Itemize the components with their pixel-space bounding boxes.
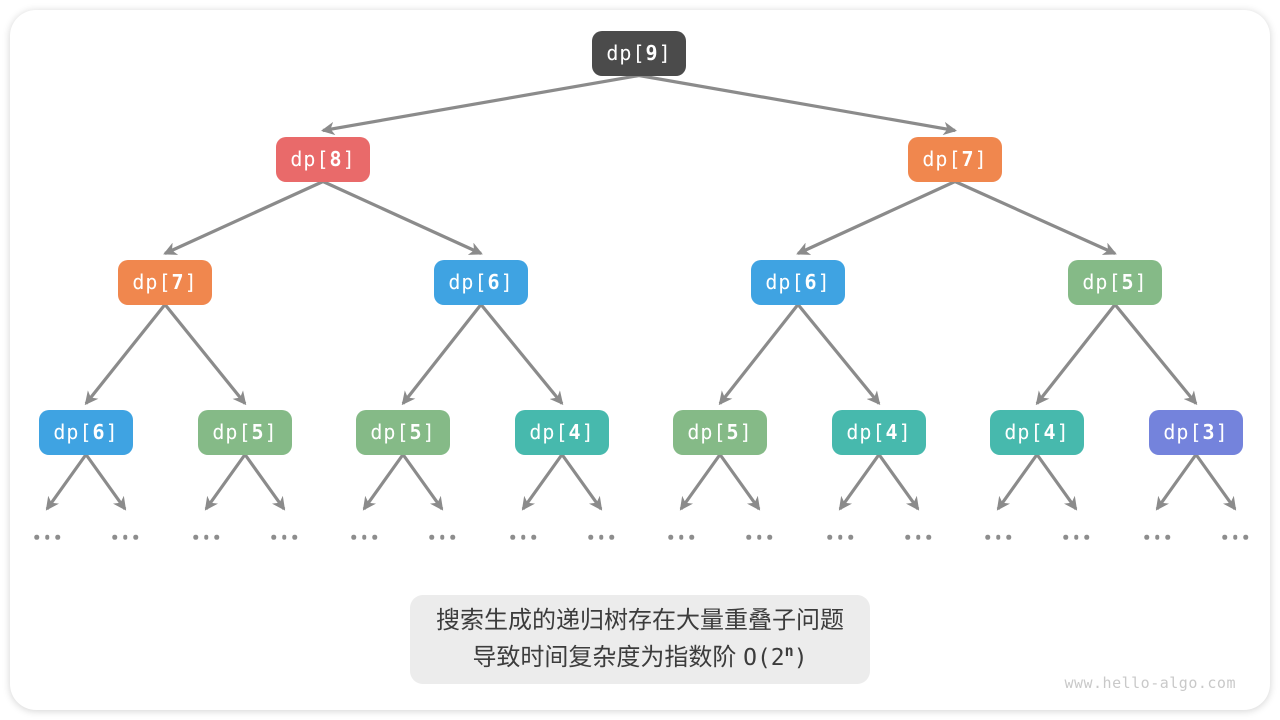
edge-dp-5-ellipsis bbox=[204, 453, 247, 511]
edge-dp-4-ellipsis bbox=[521, 453, 564, 511]
edge-dp-4-ellipsis bbox=[996, 453, 1039, 511]
edge-dp-4-ellipsis bbox=[1035, 453, 1078, 511]
formula-exponent: n bbox=[784, 642, 794, 660]
edge-dp-7-dp-5 bbox=[163, 303, 247, 406]
edge-dp-5-ellipsis bbox=[718, 453, 761, 511]
edge-dp-5-ellipsis bbox=[679, 453, 722, 511]
caption-line2: 导致时间复杂度为指数阶 O(2n) bbox=[472, 642, 808, 672]
edge-dp-4-ellipsis bbox=[838, 453, 881, 511]
edge-dp-5-ellipsis bbox=[362, 453, 405, 511]
edge-dp-3-ellipsis bbox=[1194, 453, 1237, 511]
edge-dp-8-dp-7 bbox=[163, 180, 324, 255]
caption-line1: 搜索生成的递归树存在大量重叠子问题 bbox=[436, 607, 844, 634]
edge-dp-5-ellipsis bbox=[243, 453, 286, 511]
edge-dp-6-ellipsis bbox=[84, 453, 127, 511]
edge-dp-5-ellipsis bbox=[401, 453, 444, 511]
edge-dp-6-dp-5 bbox=[401, 303, 483, 406]
edge-dp-7-dp-6 bbox=[84, 303, 167, 406]
edge-dp-4-ellipsis bbox=[560, 453, 603, 511]
edge-dp-5-dp-3 bbox=[1113, 303, 1198, 406]
figure-card bbox=[10, 10, 1270, 710]
edge-dp-4-ellipsis bbox=[877, 453, 920, 511]
edge-dp-7-dp-5 bbox=[954, 180, 1117, 255]
caption-box: 搜索生成的递归树存在大量重叠子问题 导致时间复杂度为指数阶 O(2n) bbox=[410, 595, 870, 684]
edge-dp-9-dp-7 bbox=[638, 73, 957, 136]
edge-dp-7-dp-6 bbox=[796, 180, 956, 255]
edge-dp-9-dp-8 bbox=[321, 73, 640, 136]
edge-dp-6-ellipsis bbox=[45, 453, 88, 511]
watermark: www.hello-algo.com bbox=[1064, 674, 1236, 692]
edge-dp-5-dp-4 bbox=[1035, 303, 1117, 406]
edge-dp-8-dp-6 bbox=[322, 180, 483, 255]
edge-dp-6-dp-4 bbox=[479, 303, 564, 406]
edge-dp-3-ellipsis bbox=[1155, 453, 1198, 511]
complexity-formula: O(2n) bbox=[743, 642, 808, 672]
edge-dp-6-dp-4 bbox=[796, 303, 881, 406]
edge-dp-6-dp-5 bbox=[718, 303, 800, 406]
